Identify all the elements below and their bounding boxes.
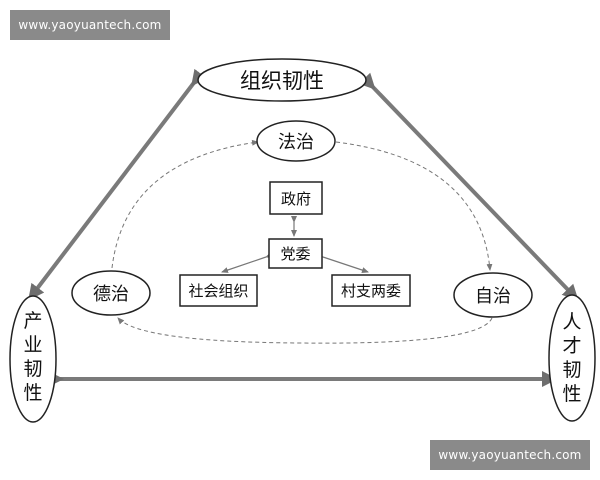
node-social-organization: 社会组织 [179,274,258,307]
arrow-party-village [316,252,369,273]
node-rule-of-virtue: 德治 [71,270,151,316]
node-government: 政府 [269,181,323,215]
node-rule-of-law: 法治 [256,120,336,162]
svg-text:才: 才 [562,335,581,357]
node-org-resilience: 组织韧性 [197,58,367,102]
svg-text:村支两委: 村支两委 [341,282,401,300]
svg-text:性: 性 [562,383,581,405]
node-village-committees: 村支两委 [331,274,411,307]
svg-text:韧: 韧 [562,359,581,381]
dashed-arrow-self-to-virtue [117,317,493,344]
svg-text:法治: 法治 [278,132,314,153]
svg-text:性: 性 [23,382,42,404]
svg-text:德治: 德治 [93,284,129,305]
svg-text:业: 业 [23,334,42,356]
node-talent-resilience: 人 才 韧 性 [548,294,596,422]
watermark-bottom: www.yaoyuantech.com [430,440,590,470]
node-self-governance: 自治 [453,272,533,318]
svg-text:韧: 韧 [23,358,42,380]
svg-text:人: 人 [562,311,581,333]
svg-text:产: 产 [23,310,42,332]
arrow-org-talent [358,72,579,301]
svg-text:党委: 党委 [280,245,310,263]
arrow-org-industry [28,68,208,301]
svg-text:政府: 政府 [281,190,311,208]
svg-text:社会组织: 社会组织 [188,282,248,300]
dashed-arrow-law-to-self [335,141,493,271]
watermark-top: www.yaoyuantech.com [10,10,170,40]
arrow-party-social-org [221,252,273,273]
dashed-arrow-virtue-to-law [111,139,259,269]
svg-text:自治: 自治 [475,286,511,307]
node-party-committee: 党委 [268,238,323,269]
svg-text:组织韧性: 组织韧性 [240,69,324,93]
node-industry-resilience: 产 业 韧 性 [9,295,57,423]
